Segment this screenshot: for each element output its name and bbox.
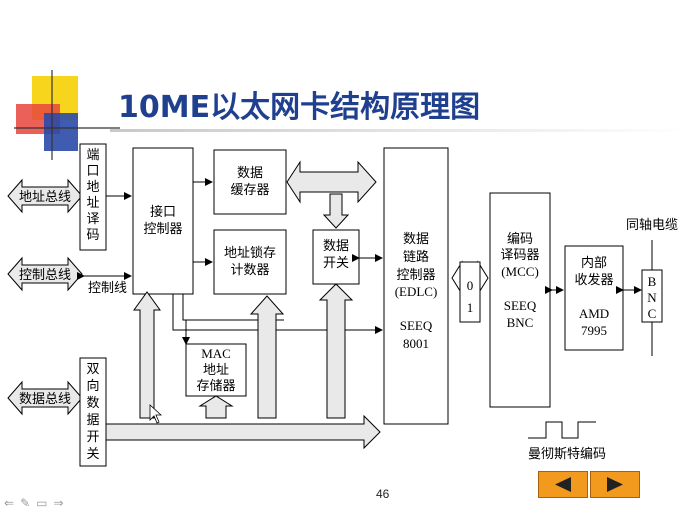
svg-text:链路: 链路: [403, 249, 429, 265]
svg-text:地址锁存: 地址锁存: [224, 245, 276, 261]
bit-stream: 0 1: [451, 260, 489, 323]
corner-decoration: [14, 70, 120, 160]
decoder-char: 译: [86, 212, 99, 227]
bus-up-arrow-addr: [249, 295, 285, 419]
edlc-controller: 数据 链路 控制器 (EDLC) SEEQ 8001: [383, 147, 449, 425]
ethernet-card-diagram: 地址总线 控制总线 数据总线 端 口 地 址 译 码 双 向 数 据 开 关 控…: [7, 143, 678, 467]
svg-text:数据: 数据: [403, 232, 429, 247]
manchester-label: 曼彻斯特编码: [528, 447, 606, 462]
svg-text:7995: 7995: [581, 323, 607, 338]
screen-icon[interactable]: ▭: [36, 496, 54, 510]
svg-text:MAC: MAC: [201, 346, 231, 361]
interface-controller: 接口 控制器: [132, 147, 194, 295]
internal-data-bus-arrow: [105, 414, 381, 450]
page-number: 46: [376, 487, 390, 501]
control-line: 控制线: [77, 272, 132, 296]
data-buffer: 数据 缓存器: [213, 149, 287, 215]
coax-label: 同轴电缆: [626, 217, 678, 233]
control-bus-label: 控制总线: [19, 268, 71, 283]
switch-char: 据: [86, 413, 99, 428]
address-latch-counter: 地址锁存 计数器: [213, 229, 287, 295]
address-bus-label: 地址总线: [19, 190, 71, 205]
title-underline: [110, 129, 690, 132]
prev-slide-button[interactable]: [538, 471, 588, 498]
svg-text:计数器: 计数器: [230, 263, 269, 278]
svg-text:N: N: [647, 290, 657, 305]
bus-up-arrow-switch: [318, 283, 354, 419]
svg-text:编码: 编码: [507, 232, 533, 247]
pen-icon[interactable]: ✎: [20, 496, 37, 510]
control-line-label: 控制线: [88, 281, 127, 296]
mcc-encoder-decoder: 编码 译码器 (MCC) SEEQ BNC: [489, 192, 551, 408]
decoder-char: 址: [86, 196, 99, 211]
next-slide-button[interactable]: [590, 471, 640, 498]
svg-text:存储器: 存储器: [196, 379, 235, 394]
svg-text:1: 1: [467, 300, 474, 315]
svg-text:C: C: [648, 306, 657, 321]
bus-up-arrow-mac: [198, 395, 234, 419]
switch-char: 向: [86, 378, 99, 394]
svg-text:BNC: BNC: [507, 315, 534, 330]
left-triangle-icon: [555, 477, 571, 492]
decoder-char: 口: [86, 164, 99, 179]
bnc-connector: B N C: [641, 269, 663, 323]
decoder-char: 端: [86, 148, 99, 163]
data-switch: 数据 开关: [312, 229, 360, 285]
svg-text:B: B: [648, 274, 657, 289]
svg-text:AMD: AMD: [579, 306, 609, 321]
right-triangle-icon: [607, 477, 623, 492]
svg-text:内部: 内部: [581, 255, 607, 271]
svg-text:接口: 接口: [150, 204, 176, 220]
port-address-decoder: 端 口 地 址 译 码: [79, 143, 107, 251]
back-icon[interactable]: ⇐: [4, 496, 21, 510]
mac-address-storage: MAC 地址 存储器: [185, 343, 247, 397]
bidirectional-data-switch: 双 向 数 据 开 关: [79, 357, 107, 467]
svg-text:数据: 数据: [237, 166, 263, 181]
svg-text:控制器: 控制器: [396, 268, 435, 283]
slide-controls[interactable]: ⇐✎▭⇒: [4, 496, 70, 510]
svg-text:缓存器: 缓存器: [230, 183, 269, 198]
svg-text:0: 0: [467, 278, 474, 293]
svg-text:数据: 数据: [323, 239, 349, 254]
svg-text:译码器: 译码器: [500, 248, 539, 263]
data-bus-label: 数据总线: [19, 392, 71, 407]
manchester-waveform: 曼彻斯特编码: [528, 421, 606, 462]
svg-text:控制器: 控制器: [143, 222, 182, 237]
forward-icon[interactable]: ⇒: [53, 496, 70, 510]
slide-title: 10ME以太网卡结构原理图: [118, 90, 481, 125]
control-bus-arrow: 控制总线: [7, 256, 83, 292]
switch-char: 双: [86, 362, 99, 377]
switch-up-arrow: [322, 193, 350, 229]
decoder-char: 码: [86, 228, 99, 243]
svg-text:(MCC): (MCC): [501, 264, 539, 279]
buffer-switch-arrow: [286, 160, 377, 204]
svg-text:SEEQ: SEEQ: [504, 298, 537, 313]
svg-text:开关: 开关: [323, 256, 349, 271]
address-bus-arrow: 地址总线: [7, 178, 83, 214]
svg-text:地址: 地址: [203, 363, 229, 378]
mouse-cursor-icon: [149, 404, 163, 424]
svg-text:收发器: 收发器: [574, 272, 613, 288]
switch-char: 数: [86, 396, 99, 411]
svg-text:8001: 8001: [403, 336, 429, 351]
data-bus-arrow: 数据总线: [7, 380, 83, 416]
switch-char: 开: [86, 430, 99, 445]
svg-text:(EDLC): (EDLC): [395, 284, 438, 299]
decoder-char: 地: [86, 180, 99, 195]
bus-up-arrow-1: [133, 291, 161, 419]
switch-char: 关: [86, 447, 99, 462]
internal-transceiver: 内部 收发器 AMD 7995: [564, 245, 624, 351]
svg-text:SEEQ: SEEQ: [400, 318, 433, 333]
